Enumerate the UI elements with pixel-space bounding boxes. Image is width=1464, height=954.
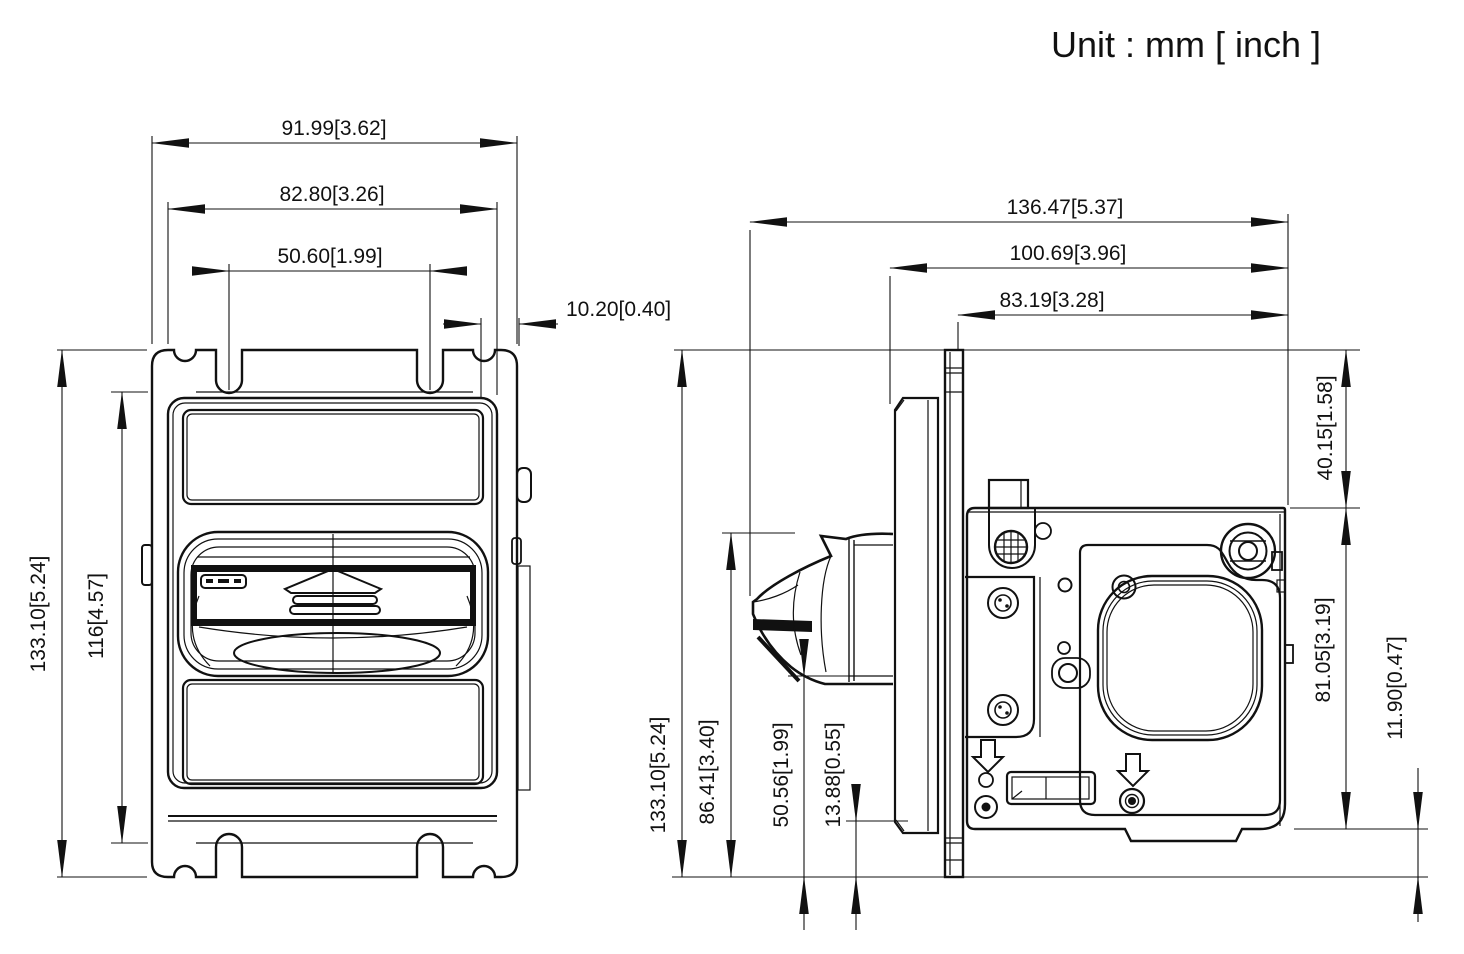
bill-mouth: [176, 530, 490, 678]
dim-mouth-bottom-height: 50.56[1.99]: [770, 722, 793, 827]
top-tab: [987, 478, 1030, 510]
down-arrow-icon-left: [970, 739, 1006, 774]
bottom-screw-left: [974, 795, 998, 819]
bezel-mouth-side: [751, 532, 894, 686]
lower-panel: [181, 678, 485, 786]
dim-slot-span: 50.60[1.99]: [277, 245, 382, 268]
left-bracket: [965, 575, 1036, 739]
dim-overall-height-front: 133.10[5.24]: [27, 556, 50, 673]
faceplate-edge: [943, 348, 965, 879]
right-edge-tab: [1284, 644, 1294, 664]
mounting-plate: [150, 348, 519, 879]
dim-bezel-width: 82.80[3.26]: [279, 183, 384, 206]
dim-rear-depth: 83.19[3.28]: [999, 289, 1104, 312]
down-arrow-icon-right: [1115, 753, 1151, 788]
upper-panel: [181, 408, 485, 506]
dim-top-section: 40.15[1.58]: [1314, 375, 1337, 480]
lock-knob: [1219, 522, 1286, 593]
front-view: [141, 348, 532, 879]
bracket-screw-bottom: [987, 694, 1019, 726]
inner-panel: [1078, 543, 1282, 817]
dim-bottom-section: 11.90[0.47]: [1384, 636, 1407, 740]
indicator-chip: [200, 574, 247, 589]
bottom-screw-right: [1118, 787, 1146, 815]
main-body: [965, 506, 1287, 843]
small-hole: [1057, 641, 1071, 655]
dim-mouth-top-height: 86.41[3.40]: [696, 719, 719, 824]
ring-screw: [1111, 574, 1137, 600]
lobed-screw: [1051, 657, 1091, 689]
dim-overall-width: 91.99[3.62]: [281, 117, 386, 140]
crosshatch-screw: [993, 529, 1029, 565]
bezel-backing-plate: [893, 396, 940, 835]
dim-body-section: 81.05[3.19]: [1312, 597, 1335, 702]
dim-overall-depth: 136.47[5.37]: [1007, 196, 1124, 219]
bracket-screw-top: [987, 587, 1019, 619]
dim-side-offset: 10.20[0.40]: [566, 298, 671, 321]
front-view-dimensions: 91.99[3.62] 82.80[3.26] 50.60[1.99] 10.2…: [27, 117, 671, 878]
side-view: [751, 348, 1294, 879]
side-view-dimensions: 136.47[5.37] 100.69[3.96] 83.19[3.28] 13…: [647, 196, 1428, 930]
dim-body-depth: 100.69[3.96]: [1010, 242, 1127, 265]
index-hole: [978, 772, 994, 788]
dim-overall-height-side: 133.10[5.24]: [647, 717, 670, 834]
units-note: Unit : mm [ inch ]: [1051, 24, 1321, 65]
right-side-tab: [516, 467, 532, 503]
coin-cup-cutout: [1096, 574, 1264, 742]
dim-latch-height: 13.88[0.55]: [822, 722, 845, 827]
pin-hole: [1057, 577, 1073, 593]
latch: [1005, 770, 1097, 806]
bezel-face: [166, 396, 499, 790]
dim-cutout-height: 116[4.57]: [85, 573, 108, 659]
mouth-lip: [233, 632, 441, 674]
left-side-tab: [141, 544, 153, 586]
